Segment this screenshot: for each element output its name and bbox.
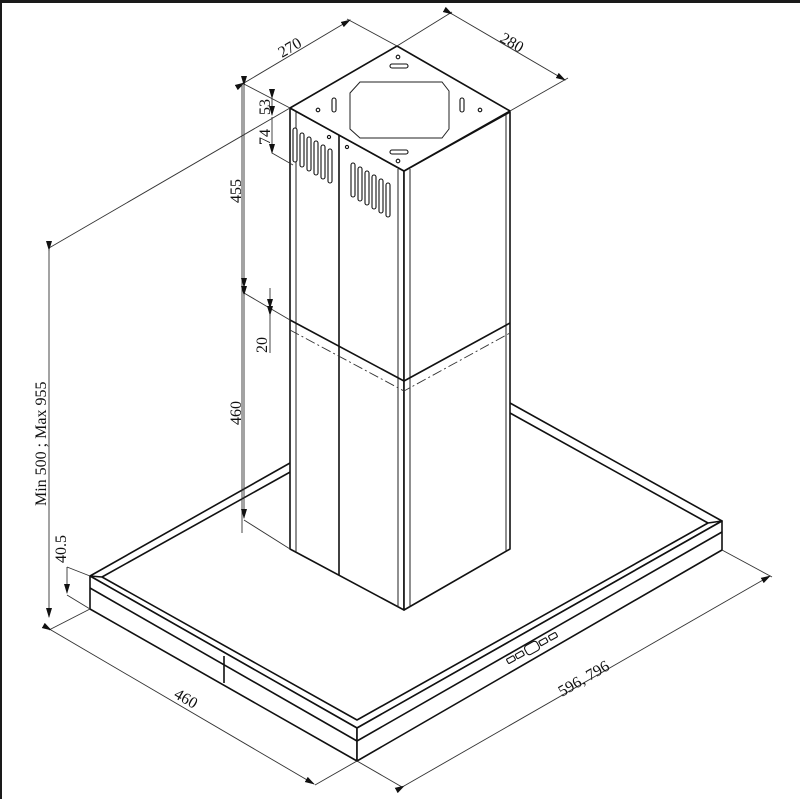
dim-lower-chimney-height: 460 [228, 401, 245, 425]
dim-top-offset: 53 [257, 99, 274, 115]
dim-canopy-depth: 460 [171, 686, 200, 713]
dim-overlap: 20 [254, 337, 271, 353]
dim-chimney-depth: 280 [497, 30, 526, 57]
vent-slots-right [350, 162, 391, 218]
dimension-lines [41, 6, 773, 794]
duct-opening [349, 81, 450, 139]
dim-canopy-thickness: 40.5 [53, 535, 70, 563]
dim-upper-chimney-height: 455 [228, 179, 245, 203]
technical-drawing: 270 280 53 74 455 20 460 Min 500 ; Max 9… [33, 6, 773, 794]
dim-total-height: Min 500 ; Max 955 [33, 382, 50, 506]
chimney [289, 45, 511, 611]
dim-vent-height: 74 [257, 129, 274, 145]
chimney-right-face [403, 111, 511, 611]
vent-slots-left [292, 127, 333, 184]
dim-chimney-width: 270 [276, 35, 305, 62]
dim-canopy-width: 596, 796 [556, 658, 613, 701]
